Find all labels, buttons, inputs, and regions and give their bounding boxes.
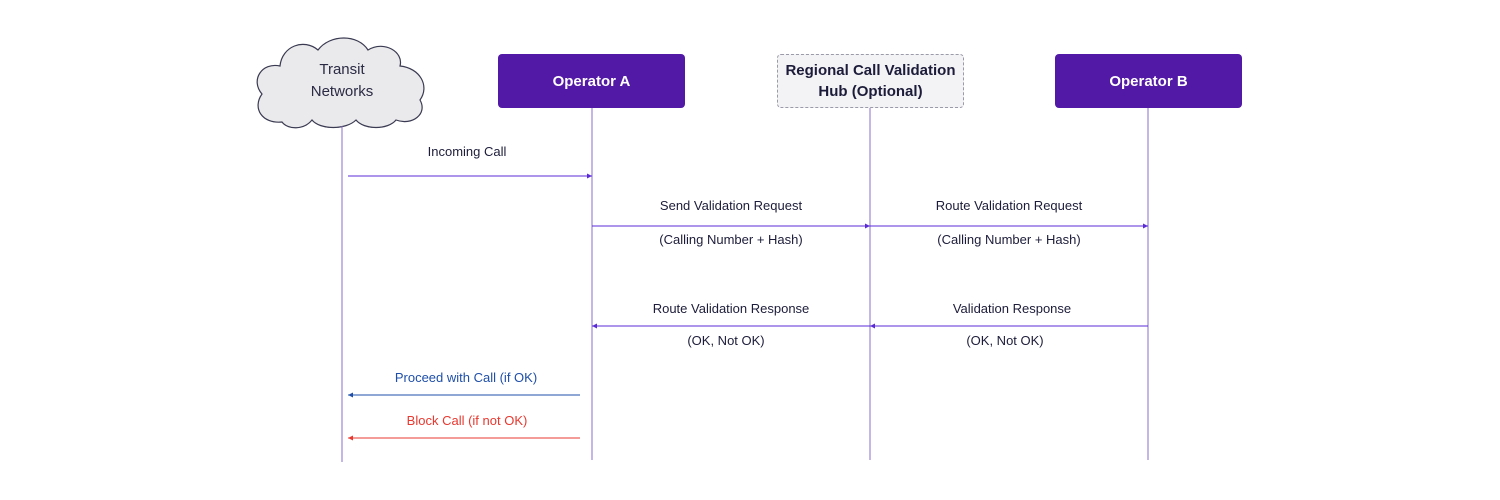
validation-response-label: Validation Response xyxy=(952,301,1072,316)
hub-box: Regional Call Validation Hub (Optional) xyxy=(777,54,964,108)
incoming-call-label: Incoming Call xyxy=(427,144,507,159)
send-validation-label: Send Validation Request xyxy=(659,198,803,213)
proceed-label: Proceed with Call (if OK) xyxy=(394,370,538,385)
operator-a-label: Operator A xyxy=(552,72,631,90)
route-validation-response-label: Route Validation Response xyxy=(652,301,810,316)
hub-line2: Hub (Optional) xyxy=(818,83,923,100)
operator-a-box: Operator A xyxy=(498,54,685,108)
operator-b-label: Operator B xyxy=(1109,72,1188,90)
transit-line2: Networks xyxy=(310,83,374,100)
validation-response-detail: (OK, Not OK) xyxy=(966,333,1044,348)
transit-cloud-icon xyxy=(256,37,425,129)
send-validation-detail: (Calling Number + Hash) xyxy=(659,232,803,247)
route-validation-request-detail: (Calling Number + Hash) xyxy=(937,232,1081,247)
transit-networks-label: Transit Networks xyxy=(282,59,402,103)
transit-line1: Transit xyxy=(319,61,365,78)
route-validation-response-detail: (OK, Not OK) xyxy=(687,333,765,348)
operator-b-box: Operator B xyxy=(1055,54,1242,108)
route-validation-request-label: Route Validation Request xyxy=(935,198,1083,213)
hub-line1: Regional Call Validation xyxy=(785,62,956,79)
block-label: Block Call (if not OK) xyxy=(406,413,528,428)
